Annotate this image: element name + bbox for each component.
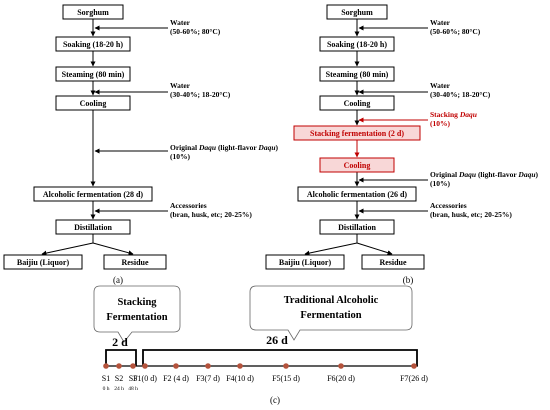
box-cooling: Cooling — [319, 95, 395, 111]
brace-short-label: 2 d — [112, 335, 128, 349]
box-baijiu-label: Baijiu (Liquor) — [279, 258, 332, 267]
water-input-label: Water — [170, 81, 191, 90]
stacking-daqu-input-label: Stacking Daqu — [430, 110, 477, 119]
box-distillation: Distillation — [55, 219, 131, 235]
daqu-input-detail: (10%) — [170, 152, 190, 161]
stacking-daqu-input-detail: (10%) — [430, 119, 450, 128]
water-input-label: Water — [430, 18, 451, 27]
panel-b: Sorghum Soaking (18-20 h) Steaming (80 m… — [265, 4, 539, 285]
sample-point-f5 — [283, 363, 289, 369]
daqu-input-label: Original Daqu (light-flavor Daqu) — [170, 143, 279, 152]
panel-a: Sorghum Soaking (18-20 h) Steaming (80 m… — [3, 4, 279, 285]
box-residue-label: Residue — [121, 258, 149, 267]
sample-point-s3 — [130, 363, 136, 369]
box-soaking: Soaking (18-20 h) — [319, 36, 395, 52]
box-soaking-label: Soaking (18-20 h) — [63, 40, 123, 49]
sample-point-f2 — [173, 363, 179, 369]
water-input-detail: (30-40%; 18-20°C) — [430, 90, 491, 99]
box-steaming-label: Steaming (80 min) — [62, 70, 125, 79]
water-input-detail: (50-60%; 80°C) — [170, 27, 221, 36]
traditional-callout-line2: Fermentation — [300, 310, 361, 321]
box-steaming: Steaming (80 min) — [55, 66, 131, 82]
panel-c-caption: (c) — [270, 395, 280, 405]
box-steaming-label: Steaming (80 min) — [326, 70, 389, 79]
traditional-callout-line1: Traditional Alcoholic — [284, 295, 379, 306]
box-steaming: Steaming (80 min) — [319, 66, 395, 82]
daqu-input-label: Original Daqu (light-flavor Daqu) — [430, 170, 539, 179]
box-fermentation-label: Alcoholic fermentation (28 d) — [43, 190, 144, 199]
water-input-label: Water — [430, 81, 451, 90]
accessories-input-label: Accessories — [430, 201, 467, 210]
accessories-input-label: Accessories — [170, 201, 207, 210]
water-input-detail: (30-40%; 18-20°C) — [170, 90, 231, 99]
box-stacking-fermentation-label: Stacking fermentation (2 d) — [310, 129, 404, 138]
sample-label-s1: S1 — [102, 374, 110, 383]
box-cooling-highlighted: Cooling — [319, 157, 395, 173]
sample-label-f6: F6(20 d) — [327, 374, 355, 383]
sample-point-f6 — [338, 363, 344, 369]
box-baijiu: Baijiu (Liquor) — [265, 254, 345, 270]
box-stacking-fermentation: Stacking fermentation (2 d) — [293, 125, 421, 141]
box-residue-label: Residue — [379, 258, 407, 267]
box-fermentation-label: Alcoholic fermentation (26 d) — [307, 190, 408, 199]
accessories-input-detail: (bran, husk, etc; 20-25%) — [430, 210, 512, 219]
stacking-fermentation-callout: Stacking Fermentation — [93, 285, 181, 343]
box-baijiu-label: Baijiu (Liquor) — [17, 258, 70, 267]
box-cooling-label: Cooling — [80, 99, 107, 108]
box-residue: Residue — [103, 254, 167, 270]
sample-label-f2: F2 (4 d) — [163, 374, 189, 383]
box-cooling-label: Cooling — [344, 99, 371, 108]
sample-label-f3: F3(7 d) — [196, 374, 220, 383]
sample-label-f5: F5(15 d) — [272, 374, 300, 383]
box-cooling: Cooling — [55, 95, 131, 111]
box-soaking: Soaking (18-20 h) — [55, 36, 131, 52]
daqu-input-detail: (10%) — [430, 179, 450, 188]
sample-point-s2 — [116, 363, 122, 369]
sample-point-s1 — [103, 363, 109, 369]
water-input-detail: (50-60%; 80°C) — [430, 27, 481, 36]
timeline-points: S1 0 h S2 24 h S3 48 h F1(0 d) F2 (4 d) F3(7 d) F… — [102, 363, 428, 392]
sample-point-f7 — [411, 363, 417, 369]
box-distillation: Distillation — [319, 219, 395, 235]
sample-label-f1: F1(0 d) — [133, 374, 157, 383]
box-sorghum: Sorghum — [326, 4, 388, 20]
brace-fermentation — [142, 349, 418, 366]
sample-time-s3: 48 h — [128, 386, 138, 392]
sample-point-f1 — [142, 363, 148, 369]
sample-time-s1: 0 h — [103, 386, 110, 392]
box-sorghum-label: Sorghum — [77, 8, 109, 17]
panel-b-caption: (b) — [403, 275, 414, 285]
sample-label-s3: S3 — [129, 374, 137, 383]
traditional-fermentation-callout: Traditional Alcoholic Fermentation — [249, 285, 413, 341]
box-residue: Residue — [361, 254, 425, 270]
accessories-input-detail: (bran, husk, etc; 20-25%) — [170, 210, 252, 219]
box-distillation-label: Distillation — [338, 223, 376, 232]
stacking-callout-line2: Fermentation — [106, 312, 167, 323]
brace-stacking — [105, 349, 137, 366]
box-sorghum: Sorghum — [62, 4, 124, 20]
box-distillation-label: Distillation — [74, 223, 112, 232]
box-sorghum-label: Sorghum — [341, 8, 373, 17]
box-baijiu: Baijiu (Liquor) — [3, 254, 83, 270]
box-fermentation: Alcoholic fermentation (26 d) — [297, 186, 417, 202]
sample-label-s2: S2 — [115, 374, 123, 383]
box-cooling-highlighted-label: Cooling — [344, 161, 371, 170]
panel-a-caption: (a) — [113, 275, 123, 285]
stacking-callout-line1: Stacking — [117, 297, 157, 308]
sample-point-f3 — [205, 363, 211, 369]
box-fermentation: Alcoholic fermentation (28 d) — [33, 186, 153, 202]
sample-time-s2: 24 h — [114, 386, 124, 392]
sample-label-f7: F7(26 d) — [400, 374, 428, 383]
water-input-label: Water — [170, 18, 191, 27]
sample-point-f4 — [237, 363, 243, 369]
panel-c: Stacking Fermentation Traditional Alcoho… — [93, 285, 428, 405]
box-soaking-label: Soaking (18-20 h) — [327, 40, 387, 49]
sample-label-f4: F4(10 d) — [226, 374, 254, 383]
brace-long-label: 26 d — [266, 333, 288, 347]
